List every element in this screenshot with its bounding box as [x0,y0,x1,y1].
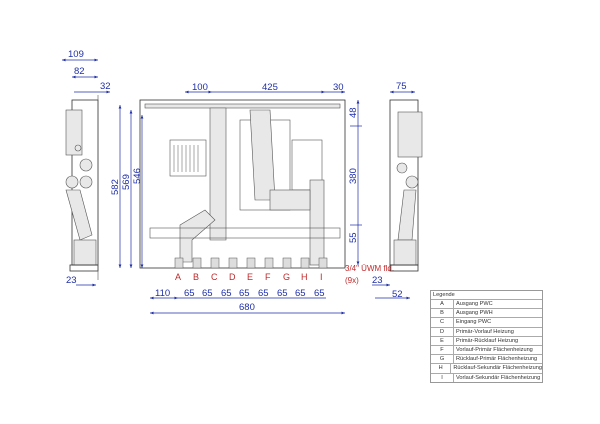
connection-label-f: F [265,272,271,282]
connection-label-d: D [229,272,236,282]
connection-label-h: H [301,272,308,282]
right-view-dimensions: 75 23 52 [372,81,415,300]
dim-65-1: 65 [184,288,195,299]
front-view [139,99,346,269]
dim-569: 569 [121,174,132,190]
legend-label: Primär-Rücklauf Heizung [456,337,519,344]
connection-label-a: A [175,272,181,282]
dim-75: 75 [396,81,407,92]
legend-key: G [431,355,454,364]
dim-425: 425 [262,82,278,93]
legend-key: C [431,318,454,327]
left-view-dimensions: 109 82 32 582 569 546 23 [62,49,144,287]
dim-82: 82 [74,66,85,77]
dim-30: 30 [333,82,344,93]
dim-65-5: 65 [258,288,269,299]
legend-key: B [431,309,454,318]
legend-label: Rücklauf-Primär Flächenheizung [456,356,538,363]
connection-labels: A B C D E F G H I 3/4" ÜWM fld. (9x) [175,264,394,285]
dim-23-left: 23 [66,275,77,286]
dim-546: 546 [132,168,143,184]
legend-label: Primär-Vorlauf Heizung [456,328,514,335]
dim-23-right: 23 [372,275,383,286]
legend-key: E [431,336,454,345]
dim-65-7: 65 [295,288,306,299]
legend-key: I [431,373,454,382]
dim-100: 100 [192,82,208,93]
dim-109: 109 [68,49,84,60]
dim-32: 32 [100,81,111,92]
legend-label: Vorlauf-Primär Flächenheizung [456,346,533,353]
legend-key: D [431,327,454,336]
legend-key: F [431,345,454,355]
connection-label-g: G [283,272,290,282]
legend-label: Ausgang PWC [456,301,493,307]
dim-65-3: 65 [221,288,232,299]
dim-65-6: 65 [277,288,288,299]
legend-label: Eingang PWC [456,319,492,326]
connection-label-e: E [247,272,253,282]
dim-680: 680 [239,302,255,313]
left-side-view [65,95,99,280]
legend-label: Ausgang PWH [456,310,493,317]
legend-title: Legende [433,292,455,298]
dim-65-4: 65 [239,288,250,299]
dim-55: 55 [348,232,359,243]
connection-note: 3/4" ÜWM fld. [345,264,394,273]
connection-count: (9x) [345,276,359,285]
dim-52: 52 [392,289,403,300]
legend-key: A [431,300,454,309]
right-side-view [389,99,423,272]
dim-65-8: 65 [314,288,325,299]
front-view-dimensions: 100 425 30 48 380 55 110 65 65 65 65 65 … [150,82,362,315]
dim-48: 48 [348,107,359,118]
connection-label-b: B [193,272,199,282]
legend-key: H [431,364,452,373]
dim-380: 380 [348,168,359,184]
legend-label: Rücklauf-Sekundär Flächenheizung [453,365,542,372]
dim-582: 582 [110,179,121,195]
legend-label: Vorlauf-Sekundär Flächenheizung [456,374,541,381]
connection-label-c: C [211,272,218,282]
connection-label-i: I [320,272,323,282]
dim-65-2: 65 [202,288,213,299]
dim-110: 110 [155,288,170,299]
